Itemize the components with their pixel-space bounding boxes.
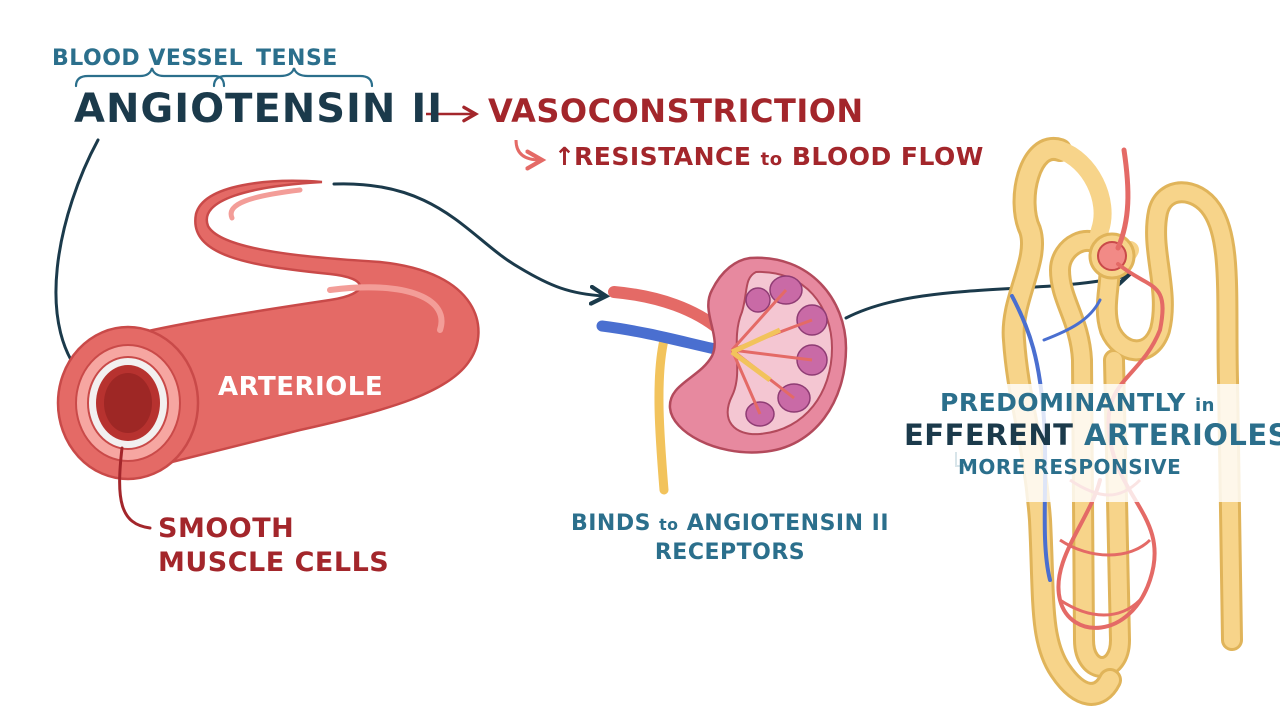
smooth-muscle-label: SMOOTH MUSCLE CELLS	[158, 513, 390, 578]
efferent-arterioles-label: EFFERENT ARTERIOLES	[904, 418, 1280, 452]
etymology-tense: TENSE	[256, 46, 338, 71]
nephron-label-backdrop	[896, 384, 1248, 502]
arteriole-illustration	[56, 179, 480, 481]
hook-arrow-icon	[514, 139, 540, 160]
increase-arrow-icon: ↑	[554, 142, 576, 171]
kidney-illustration	[596, 256, 848, 495]
etymology-blood-vessel: BLOOD VESSEL	[52, 46, 244, 71]
predominantly-label: PREDOMINANTLY in	[940, 388, 1215, 417]
resistance-label: RESISTANCE to BLOOD FLOW	[574, 142, 984, 171]
arrow-to-nephron	[844, 276, 1126, 320]
pointer-smooth-muscle	[118, 446, 152, 530]
etymology-braces	[74, 67, 374, 88]
hormone-title: ANGIOTENSIN II	[74, 86, 444, 132]
arrow-to-kidney	[332, 182, 604, 296]
receptor-binding-label: BINDS to ANGIOTENSIN II RECEPTORS	[570, 511, 890, 565]
arteriole-label: ARTERIOLE	[218, 372, 384, 402]
more-responsive-label: MORE RESPONSIVE	[958, 455, 1182, 479]
vasoconstriction-label: VASOCONSTRICTION	[488, 92, 864, 130]
